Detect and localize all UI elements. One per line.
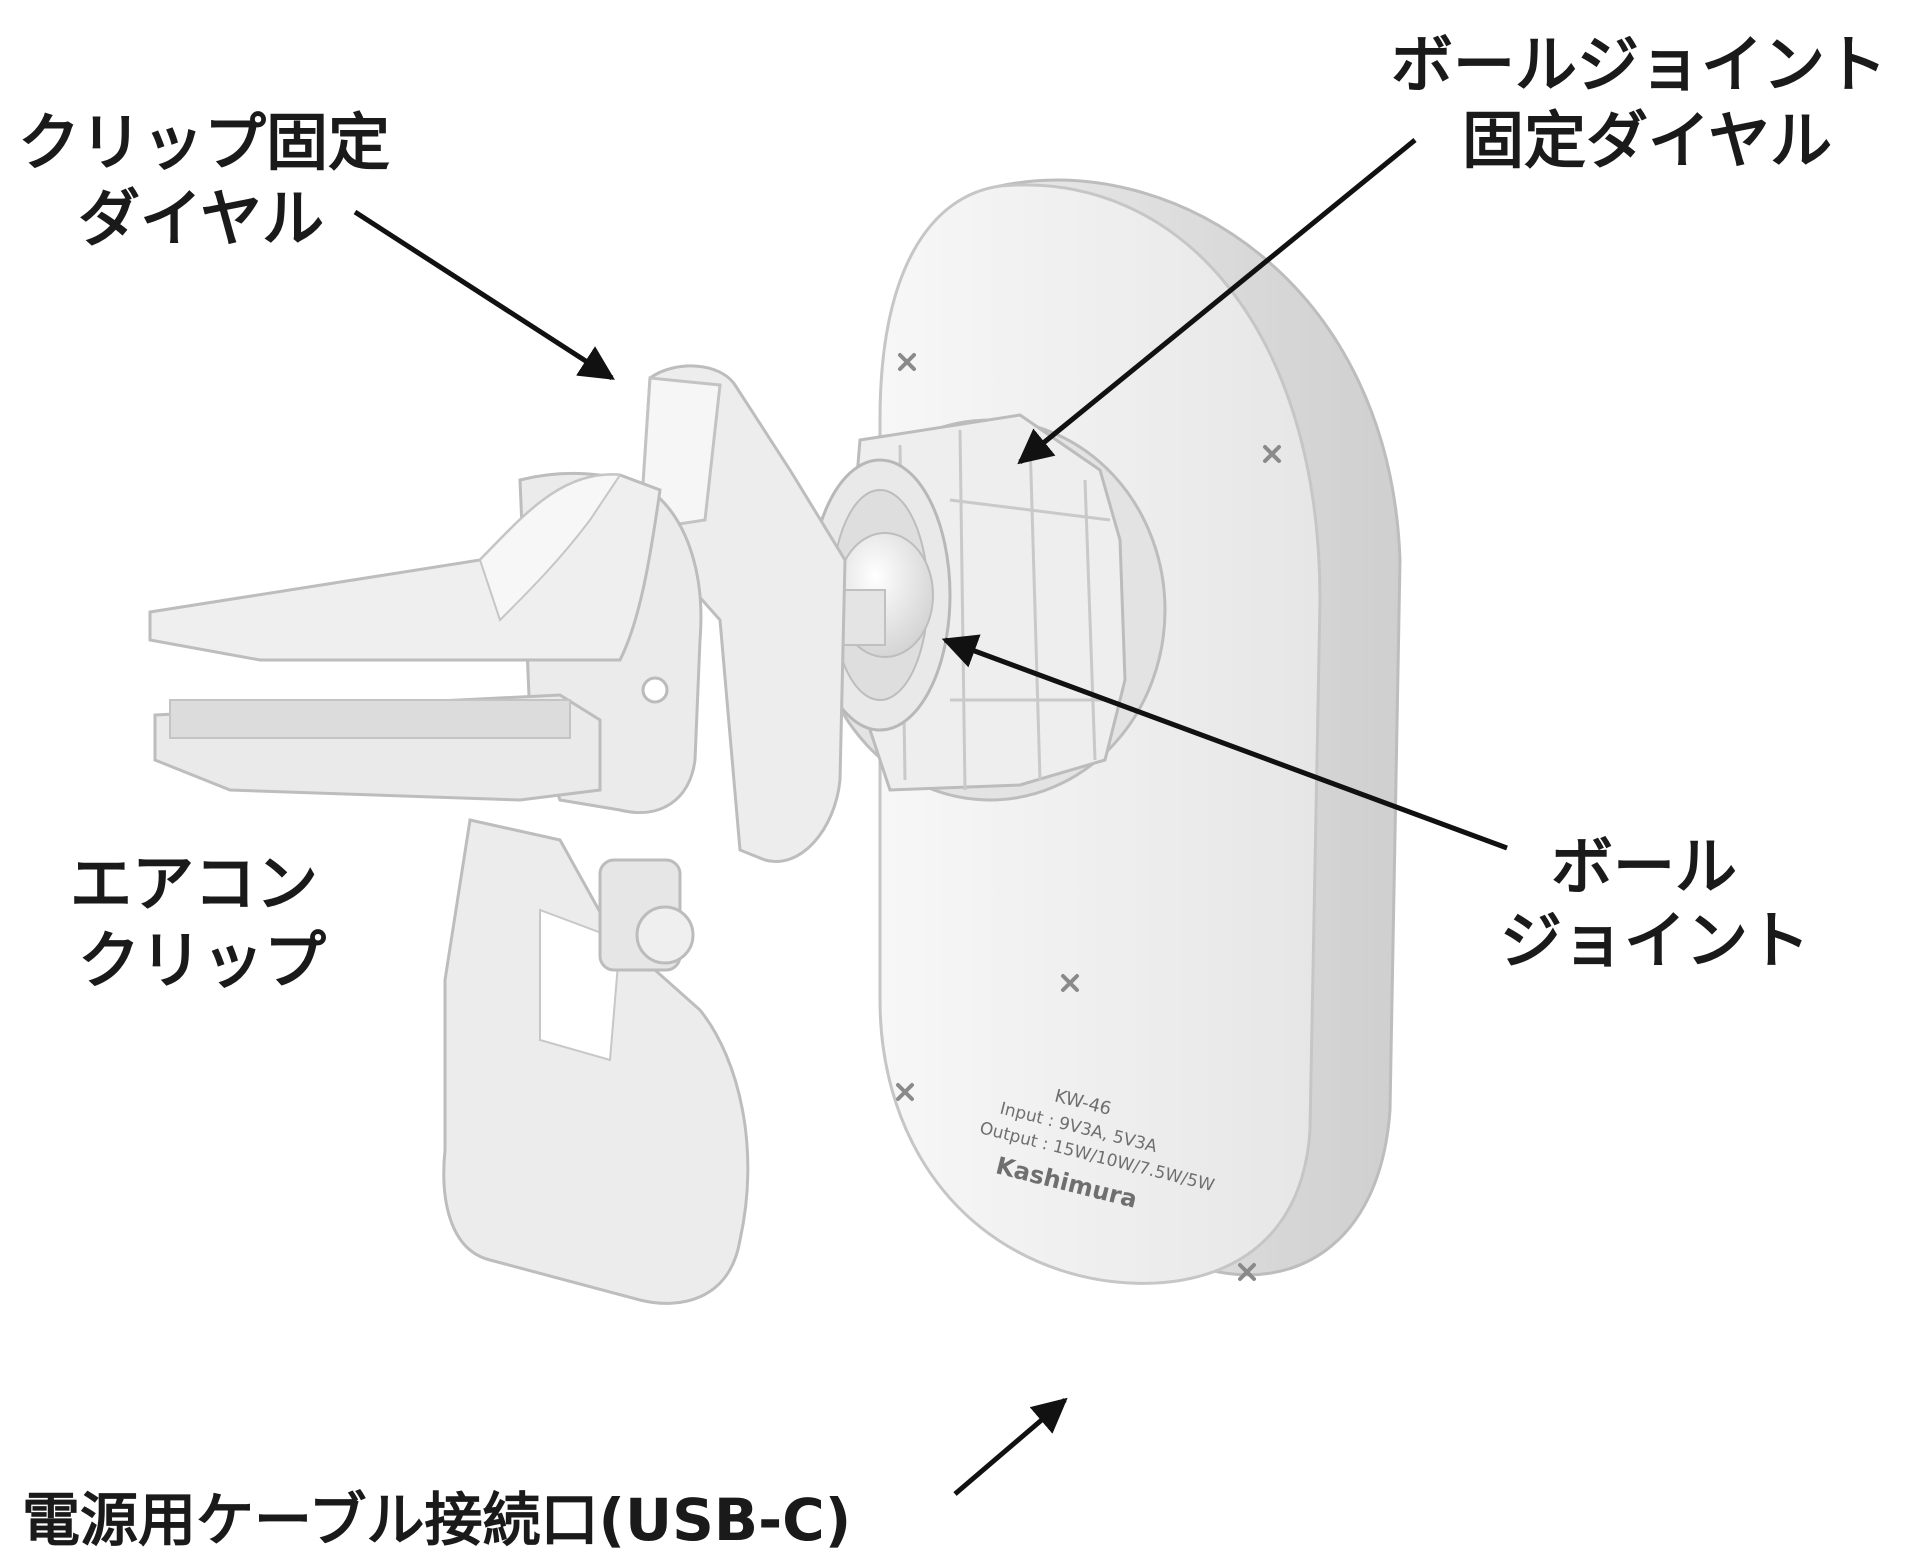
callout-arrows xyxy=(353,138,1508,1496)
screw-marks xyxy=(896,353,1281,1281)
arrow-usb xyxy=(953,1397,1068,1496)
label-ball-line2: ジョイント xyxy=(1500,904,1810,977)
aircon-clip xyxy=(148,473,750,1305)
label-ball-dial-line2: 固定ダイヤル xyxy=(1462,104,1832,177)
label-ball-dial: ボールジョイント 固定ダイヤル xyxy=(1391,28,1887,177)
label-ball-line1: ボール xyxy=(1551,830,1737,903)
arrow-ball xyxy=(941,634,1508,851)
arrow-clip-dial xyxy=(353,209,615,381)
clip-dial xyxy=(638,364,847,863)
label-aircon-line1: エアコン xyxy=(70,847,318,920)
label-clip-dial-line2: ダイヤル xyxy=(78,182,324,255)
arrow-ball-dial xyxy=(1017,138,1417,465)
label-usb: 電源用ケーブル接続口(USB-C) xyxy=(22,1486,851,1554)
label-aircon-line2: クリップ xyxy=(78,924,326,997)
label-clip-dial-line1: クリップ固定 xyxy=(18,106,390,179)
label-clip-dial: クリップ固定 ダイヤル xyxy=(18,106,390,255)
label-ball-dial-line1: ボールジョイント xyxy=(1391,28,1887,101)
label-aircon: エアコン クリップ xyxy=(70,847,326,997)
label-ball: ボール ジョイント xyxy=(1500,830,1810,977)
